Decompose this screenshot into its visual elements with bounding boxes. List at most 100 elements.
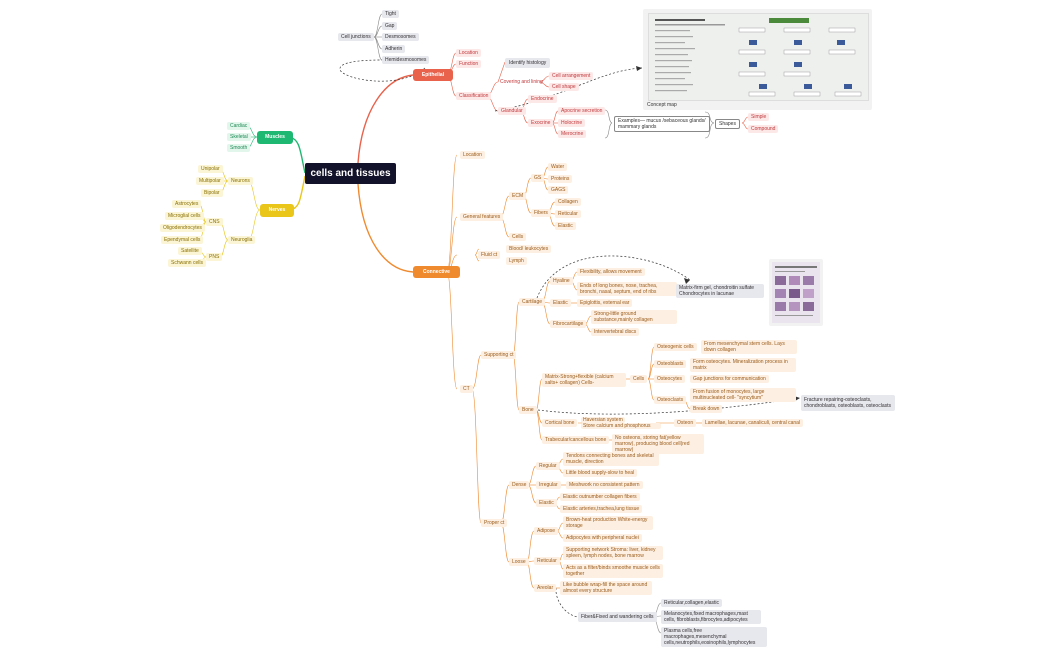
irregular[interactable]: Irregular xyxy=(536,481,561,489)
elastic-cartilage[interactable]: Elastic xyxy=(550,299,571,307)
fibro-strong[interactable]: Strong-little ground substance,mainly co… xyxy=(591,310,677,324)
hyaline-flex[interactable]: Flexibility, allows movement xyxy=(577,268,645,276)
gs-proteins[interactable]: Proteins xyxy=(548,175,573,183)
neuroglia[interactable]: Neuroglia xyxy=(228,236,256,244)
muscle-cardiac[interactable]: Cardiac xyxy=(227,122,251,130)
gs-water[interactable]: Water xyxy=(548,163,568,171)
neuron-bipolar[interactable]: Bipolar xyxy=(201,189,223,197)
shape-simple[interactable]: Simple xyxy=(748,113,770,121)
muscle-skeletal[interactable]: Skeletal xyxy=(227,133,251,141)
dense-elastic[interactable]: Elastic xyxy=(536,499,557,507)
identify-histology[interactable]: Identify histology xyxy=(505,58,551,68)
osteoclasts-desc[interactable]: From fusion of monocytes, large multinuc… xyxy=(690,388,796,402)
fibro-discs[interactable]: Intervertebral discs xyxy=(591,328,640,336)
osteon-desc[interactable]: Lamellae, lacunae, canaliculi, central c… xyxy=(702,419,804,427)
cns-ependymal[interactable]: Ependymal cells xyxy=(161,236,204,244)
fc-wandering[interactable]: Plasma cells,free macrophages,mesenchyma… xyxy=(661,627,767,647)
fibrocartilage[interactable]: Fibrocartilage xyxy=(550,320,587,328)
ct-location[interactable]: Location xyxy=(460,151,485,159)
break-down[interactable]: Break down xyxy=(690,405,723,413)
adipose-cells[interactable]: Adipocytes with peripheral nuclei xyxy=(563,534,642,542)
epithelial-node[interactable]: Epithelial xyxy=(413,69,453,81)
concept-map-image[interactable]: Concept map xyxy=(643,9,872,110)
store-calcium[interactable]: Store calcium and phosphorus xyxy=(581,423,661,429)
endocrine[interactable]: Endocrine xyxy=(528,95,557,103)
regular[interactable]: Regular xyxy=(536,462,560,470)
apocrine[interactable]: Apocrine secretion xyxy=(558,107,606,115)
ct-fibers[interactable]: Fibers xyxy=(531,209,551,217)
fc-fixed[interactable]: Melanocytes,fixed macrophages,mast cells… xyxy=(661,610,761,624)
hyaline[interactable]: Hyaline xyxy=(550,277,573,285)
muscle-smooth[interactable]: Smooth xyxy=(227,144,251,152)
fiber-collagen[interactable]: Collagen xyxy=(555,198,581,206)
cartilage[interactable]: Cartilage xyxy=(519,298,546,306)
muscles-node[interactable]: Muscles xyxy=(257,131,293,144)
bone-cells[interactable]: Cells xyxy=(630,375,648,383)
cns-microglial[interactable]: Microglial cells xyxy=(165,212,204,220)
dense[interactable]: Dense xyxy=(509,481,530,489)
cell-arrangement[interactable]: Cell arrangement xyxy=(549,72,594,80)
shapes-node[interactable]: Shapes xyxy=(715,119,740,129)
adipose-heat[interactable]: Brown-heat production White-energy stora… xyxy=(563,516,653,530)
junction-desmosomes[interactable]: Desmosomes xyxy=(382,33,419,41)
pns[interactable]: PNS xyxy=(206,253,223,261)
irregular-mesh[interactable]: Meshwork no consistent pattern xyxy=(566,481,643,489)
gs-gags[interactable]: GAGS xyxy=(548,186,569,194)
holocrine[interactable]: Holocrine xyxy=(558,119,586,127)
ct-cells[interactable]: Cells xyxy=(509,233,527,241)
junction-hemidesmosomes[interactable]: Hemidesmosomes xyxy=(382,56,430,64)
fluid-blood[interactable]: Blood/ leukocytes xyxy=(506,245,552,253)
glandular[interactable]: Glandular xyxy=(498,107,526,115)
osteoblasts-desc[interactable]: Form osteocytes. Mineralization process … xyxy=(690,358,796,372)
shape-compound[interactable]: Compound xyxy=(748,125,779,133)
trabecular-desc[interactable]: No osteons, storing fat(yellow marrow), … xyxy=(612,434,704,454)
bone[interactable]: Bone xyxy=(519,406,537,414)
osteon[interactable]: Osteon xyxy=(674,419,697,427)
hyaline-location[interactable]: Ends of long bones, nose, trachea, bronc… xyxy=(577,282,677,296)
epi-function[interactable]: Function xyxy=(456,60,482,68)
junction-gap[interactable]: Gap xyxy=(382,22,398,30)
covering-lining[interactable]: Covering and lining xyxy=(500,79,543,85)
osteoblasts[interactable]: Osteoblasts xyxy=(654,360,687,368)
cartilage-image[interactable] xyxy=(769,259,823,326)
neuron-multipolar[interactable]: Multipolar xyxy=(196,177,224,185)
fiber-reticular[interactable]: Reticular xyxy=(555,210,581,218)
central-topic[interactable]: cells and tissues xyxy=(305,163,396,184)
bone-matrix[interactable]: Matrix-Strong+flexible (calcium salts+ c… xyxy=(542,373,626,387)
osteoclasts[interactable]: Osteoclasts xyxy=(654,396,687,404)
fracture-note[interactable]: Fracture repairing-osteoclasts, chondrob… xyxy=(801,395,895,411)
elastic-ear[interactable]: Epiglottis, external ear xyxy=(577,299,633,307)
ct-gs[interactable]: GS xyxy=(531,174,545,182)
osteogenic[interactable]: Osteogenic cells xyxy=(654,343,697,351)
pns-schwann[interactable]: Schwann cells xyxy=(168,259,206,267)
osteogenic-desc[interactable]: From mesenchymal stem cells. Lays down c… xyxy=(701,340,797,354)
reticular-filter[interactable]: Acts as a filter/binds smoothe muscle ce… xyxy=(563,564,663,578)
cns-oligodendrocytes[interactable]: Oligodendrocytes xyxy=(160,224,205,232)
ct-ct[interactable]: CT xyxy=(460,385,473,393)
junction-adherin[interactable]: Adherin xyxy=(382,45,406,53)
cell-shape[interactable]: Cell shape xyxy=(549,83,579,91)
junction-tight[interactable]: Tight xyxy=(382,10,399,18)
cell-junctions-node[interactable]: Cell junctions xyxy=(338,33,374,41)
matrix-note[interactable]: Matrix-firm gel, chondroitin sulfate Cho… xyxy=(676,284,764,298)
loose[interactable]: Loose xyxy=(509,558,529,566)
dense-elastic-arteries[interactable]: Elastic arteries,trachea,lung tissue xyxy=(560,505,643,513)
exocrine[interactable]: Exocrine xyxy=(528,119,554,127)
cns-astrocytes[interactable]: Astrocytes xyxy=(172,200,202,208)
dense-elastic-fibers[interactable]: Elastic outnumber collagen fibers xyxy=(560,493,640,501)
ct-general-features[interactable]: General features xyxy=(460,213,504,221)
cns[interactable]: CNS xyxy=(206,218,223,226)
ct-ecm[interactable]: ECM xyxy=(509,192,527,200)
neuron-unipolar[interactable]: Unipolar xyxy=(198,165,223,173)
fluid-ct[interactable]: Fluid ct xyxy=(478,251,501,259)
regular-tendons[interactable]: Tendons connecting bones and skeletal mu… xyxy=(563,452,659,466)
fluid-lymph[interactable]: Lymph xyxy=(506,257,527,265)
haversian[interactable]: Haversian system xyxy=(581,417,625,423)
reticular-network[interactable]: Supporting network Stroma: liver, kidney… xyxy=(563,546,663,560)
merocrine[interactable]: Merocrine xyxy=(558,130,587,138)
proper-ct[interactable]: Proper ct xyxy=(481,519,508,527)
reticular[interactable]: Reticular xyxy=(534,557,560,565)
epi-classification[interactable]: Classification xyxy=(456,92,492,100)
nerves-node[interactable]: Nerves xyxy=(260,204,294,217)
regular-blood[interactable]: Little blood supply-slow to heal xyxy=(563,469,638,477)
